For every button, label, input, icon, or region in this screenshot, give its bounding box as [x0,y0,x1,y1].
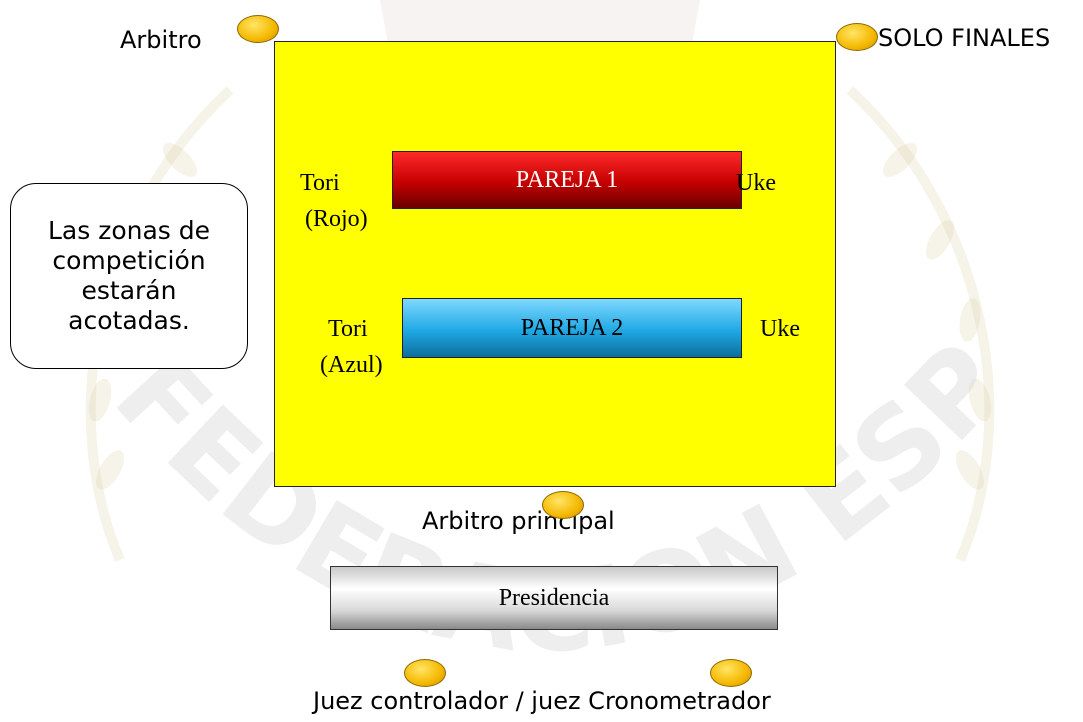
pareja-1-bar: PAREJA 1 [392,151,742,209]
pareja-1-tori: Tori [300,170,340,196]
label-arbitro-principal: Arbitro principal [422,507,615,535]
note-text: Las zonas de competición estarán acotada… [47,216,211,335]
pareja-1-tori-color: (Rojo) [305,206,368,232]
presidencia-table: Presidencia [330,566,778,630]
pareja-2-uke: Uke [760,316,800,342]
pareja-2-label: PAREJA 2 [520,314,624,341]
pareja-1-label: PAREJA 1 [515,166,619,193]
label-solo-finales: SOLO FINALES [878,24,1051,52]
pareja-2-tori: Tori [328,316,368,342]
judge-marker-cronometrador [710,659,752,687]
presidencia-label: Presidencia [498,584,610,611]
pareja-2-bar: PAREJA 2 [402,298,742,358]
label-arbitro: Arbitro [120,26,202,54]
judge-marker-controlador [404,659,446,687]
judge-marker-solo-finales [836,23,878,51]
pareja-1-uke: Uke [736,170,776,196]
label-jueces: Juez controlador / juez Cronometrador [313,687,771,715]
note-callout: Las zonas de competición estarán acotada… [10,183,248,369]
competition-mat [274,41,836,487]
judge-marker-arbitro-principal [542,491,584,519]
judge-marker-arbitro [237,15,279,43]
pareja-2-tori-color: (Azul) [320,352,383,378]
